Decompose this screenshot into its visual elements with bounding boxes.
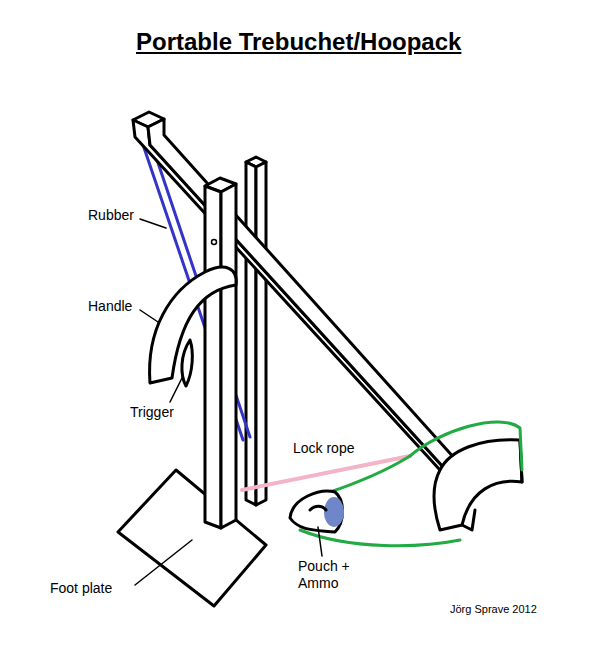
part-label: Foot plate (50, 580, 112, 597)
part-label: Trigger (130, 404, 174, 421)
part-label: Pouch + Ammo (298, 558, 356, 592)
part-label: Rubber (88, 207, 134, 224)
trigger (182, 340, 192, 386)
part-label: Handle (88, 298, 132, 315)
throwing-arm (133, 112, 522, 530)
leader-lines (135, 219, 322, 585)
lock-rope (242, 456, 410, 490)
credit: Jörg Sprave 2012 (450, 601, 537, 618)
front-post (205, 178, 236, 528)
part-label: Lock rope (293, 440, 354, 457)
title: Portable Trebuchet/Hoopack (136, 28, 461, 56)
back-post (246, 157, 266, 505)
pouch (290, 491, 344, 532)
